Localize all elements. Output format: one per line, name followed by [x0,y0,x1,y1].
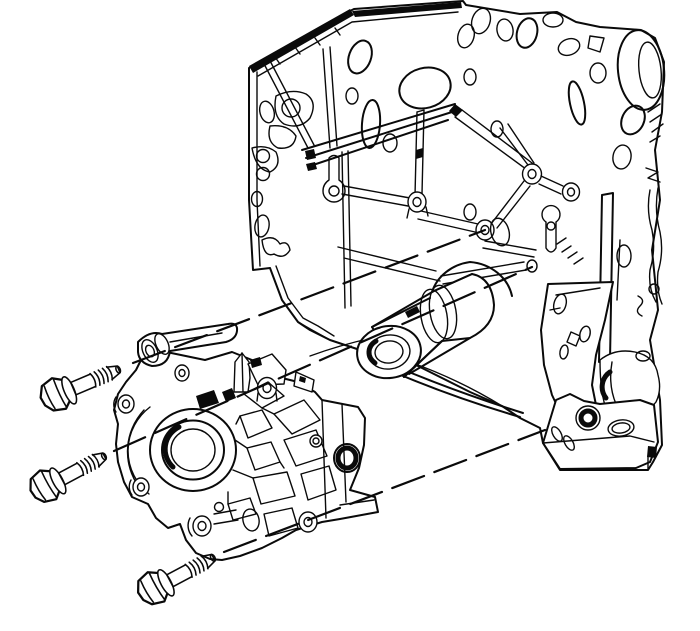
leader-lines [112,228,547,554]
bolt-middle [23,438,115,510]
mount-bracket [540,281,661,471]
leader-upper-line [131,228,487,365]
oil-pump [113,322,379,561]
bolt-upper [34,351,128,418]
leader-middle-line [112,265,534,453]
crankshaft-snout [356,261,513,380]
leader-lower-line [222,428,547,554]
